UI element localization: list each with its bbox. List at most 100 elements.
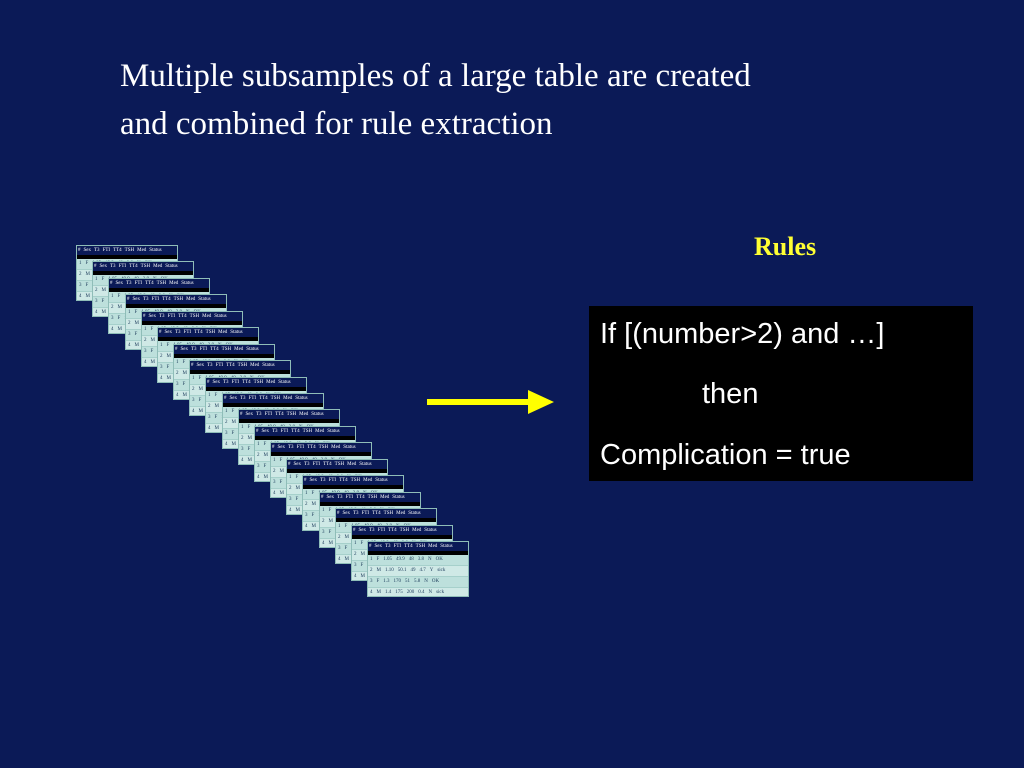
table-cell: 2 <box>144 338 147 343</box>
table-cell: 3 <box>241 447 244 452</box>
table-cell: 4 <box>273 491 276 496</box>
column-header: TSH <box>399 528 410 533</box>
table-cell: 3 <box>79 283 82 288</box>
table-cell: 4 <box>95 310 98 315</box>
column-header: # <box>191 363 194 368</box>
table-cell: M <box>134 343 139 348</box>
header-divider <box>287 470 387 473</box>
table-cell: M <box>376 568 381 573</box>
table-cell: 4 <box>128 343 131 348</box>
table-cell: 3 <box>160 365 163 370</box>
table-cell: F <box>150 327 154 332</box>
table-cell: 1 <box>192 376 195 381</box>
column-header: # <box>78 248 81 253</box>
column-header: Sex <box>245 412 254 417</box>
table-cell: M <box>182 371 187 376</box>
column-header: TT4 <box>259 396 268 401</box>
table-cell: 5.8 <box>414 579 421 584</box>
table-cell: 1 <box>322 508 325 513</box>
column-header: TSH <box>156 281 167 286</box>
table-cell: F <box>182 360 186 365</box>
table-cell: 49 <box>410 568 416 573</box>
table-cell: 2 <box>305 502 308 507</box>
table-cell: M <box>85 272 90 277</box>
column-header: FTI <box>361 511 370 516</box>
column-header: FTI <box>118 264 127 269</box>
column-header: Sex <box>115 281 124 286</box>
table-cell: M <box>231 420 236 425</box>
column-header: TT4 <box>113 248 122 253</box>
table-cell: 1 <box>208 393 211 398</box>
header-divider <box>77 256 177 259</box>
table-cell: N <box>424 579 428 584</box>
table-cell: 1 <box>79 261 82 266</box>
column-header: # <box>94 264 97 269</box>
column-header: TT4 <box>356 495 365 500</box>
header-divider <box>109 289 209 292</box>
table-cell: 48 <box>408 557 414 562</box>
column-header: FTI <box>248 396 257 401</box>
table-cell: 175 <box>395 590 403 595</box>
column-header: Med <box>412 528 422 533</box>
column-header: # <box>256 429 259 434</box>
table-cell: 2 <box>322 519 325 524</box>
table-cell: M <box>344 557 349 562</box>
rule-box: If [(number>2) and …] then Complication … <box>589 306 973 481</box>
table-cell: N <box>428 590 433 595</box>
table-cell: sick <box>437 568 446 573</box>
table-cell: 3 <box>322 530 325 535</box>
column-header: # <box>288 462 291 467</box>
table-cell: F <box>85 261 89 266</box>
table-cell: 4 <box>208 426 211 431</box>
column-header: Sex <box>229 396 238 401</box>
column-header: FTI <box>328 478 337 483</box>
table-cell: M <box>198 387 203 392</box>
table-cell: 1 <box>370 557 373 562</box>
table-cell: 2 <box>241 436 244 441</box>
header-divider <box>352 536 452 539</box>
table-cell: M <box>295 508 300 513</box>
column-header: Status <box>149 248 162 253</box>
column-header: # <box>337 511 340 516</box>
table-cell: 4 <box>257 475 260 480</box>
table-cell: F <box>214 415 218 420</box>
column-header: TT4 <box>129 264 138 269</box>
table-cell: 1 <box>289 475 292 480</box>
table-cell: F <box>134 310 138 315</box>
table-cell: F <box>117 294 121 299</box>
table-cell: M <box>295 486 300 491</box>
table-cell: F <box>360 541 364 546</box>
header-divider <box>320 503 420 506</box>
table-cell: 3 <box>208 415 211 420</box>
table-cell: 1 <box>225 409 228 414</box>
column-header: Sex <box>148 314 157 319</box>
table-cell: M <box>85 294 90 299</box>
table-cell: F <box>311 491 315 496</box>
column-header: TSH <box>205 330 216 335</box>
table-cell: 4 <box>192 409 195 414</box>
column-header: TSH <box>270 396 281 401</box>
column-header: TT4 <box>145 281 154 286</box>
column-header: FTI <box>393 544 402 549</box>
column-header: Sex <box>277 445 286 450</box>
table-cell: M <box>166 354 171 359</box>
column-header: Med <box>363 478 373 483</box>
table-cell: 2 <box>273 469 276 474</box>
column-header: TSH <box>221 347 232 352</box>
table-cell: 1 <box>176 360 179 365</box>
column-header: TSH <box>383 511 394 516</box>
column-header: T3 <box>191 347 197 352</box>
table-cell: 170 <box>393 579 402 584</box>
column-header: Sex <box>164 330 173 335</box>
table-cell: F <box>344 524 348 529</box>
table-cell: 1.10 <box>384 568 394 573</box>
table-cell: F <box>279 458 283 463</box>
